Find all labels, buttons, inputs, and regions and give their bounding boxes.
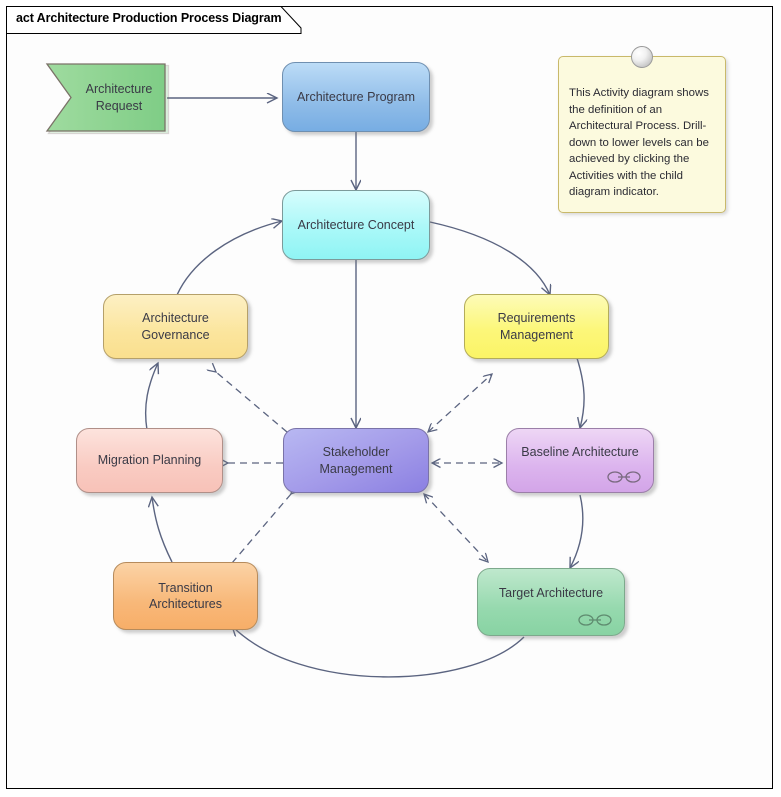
diagram-frame-tab — [6, 6, 302, 34]
activity-label: Requirements Management — [497, 311, 576, 342]
activity-label: Architecture Governance — [141, 311, 210, 342]
activity-architecture-program[interactable]: Architecture Program — [282, 62, 430, 132]
activity-label: Transition Architectures — [149, 580, 222, 612]
child-diagram-indicator-icon — [578, 614, 612, 626]
activity-label: Target Architecture — [498, 585, 604, 600]
activity-baseline-architecture[interactable]: Baseline Architecture — [506, 428, 654, 493]
activity-requirements-management[interactable]: Requirements Management — [464, 294, 609, 359]
activity-architecture-concept[interactable]: Architecture Concept — [282, 190, 430, 260]
activity-transition-architectures[interactable]: Transition Architectures — [113, 562, 258, 630]
activity-label: Architecture Concept — [297, 217, 415, 232]
diagram-note[interactable]: This Activity diagram shows the definiti… — [558, 46, 726, 213]
note-anchor-icon — [631, 46, 653, 68]
activity-label: Stakeholder Management — [319, 445, 393, 476]
activity-label: Baseline Architecture — [521, 445, 639, 460]
activity-architecture-governance[interactable]: Architecture Governance — [103, 294, 248, 359]
activity-target-architecture[interactable]: Target Architecture — [477, 568, 625, 636]
diagram-title: act Architecture Production Process Diag… — [16, 11, 282, 25]
child-diagram-indicator-icon — [607, 471, 641, 483]
activity-label: Architecture Program — [296, 89, 416, 104]
note-text: This Activity diagram shows the definiti… — [569, 87, 709, 199]
activity-migration-planning[interactable]: Migration Planning — [76, 428, 223, 493]
activity-stakeholder-management[interactable]: Stakeholder Management — [283, 428, 429, 493]
signal-receipt-architecture-request[interactable]: Architecture Request — [45, 62, 170, 135]
activity-label: Migration Planning — [97, 453, 202, 468]
signal-receipt-label: Architecture Request — [85, 82, 153, 113]
